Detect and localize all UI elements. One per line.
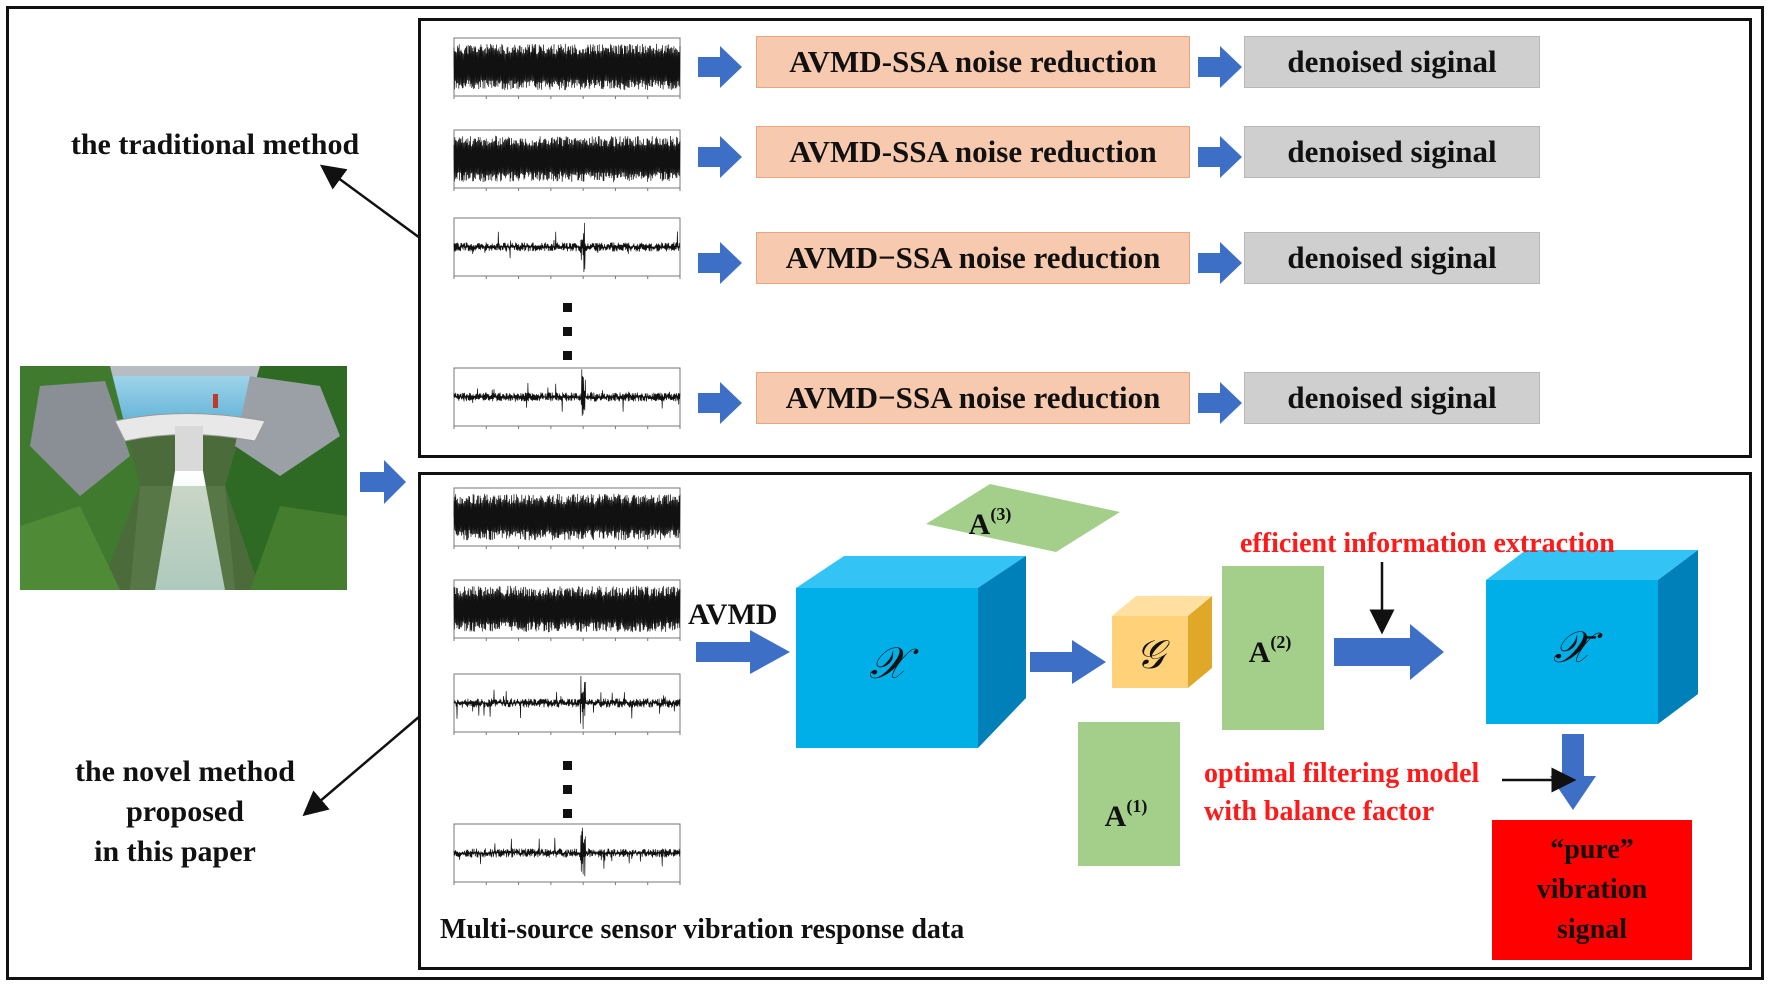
ellipsis-dots-bottom	[563, 761, 573, 821]
cube-to-core-arrow	[1030, 640, 1106, 684]
novel-pointer	[302, 715, 421, 817]
factor-matrix-2: A(2)	[1222, 566, 1324, 730]
signal-plot-5	[426, 484, 688, 566]
input-tensor-cube: 𝒳	[796, 556, 1026, 748]
dam-to-panels-arrow	[360, 460, 406, 504]
pure-signal-box	[1492, 820, 1692, 960]
multi-source-caption: Multi-source sensor vibration response d…	[440, 914, 965, 945]
signal-waveform	[453, 367, 681, 429]
signal-waveform	[453, 37, 681, 99]
traditional-method-label: the traditional method	[70, 128, 360, 161]
avmd-arrow	[696, 630, 790, 674]
novel-method-label-line1: the novel method	[75, 755, 295, 788]
signal-waveform	[453, 487, 681, 549]
signal-plot-3	[426, 214, 688, 296]
signal-waveform	[453, 579, 681, 641]
row-arrow-out	[1198, 136, 1242, 178]
noise-reduction-box: AVMD−SSA noise reduction	[756, 372, 1190, 424]
core-tensor-cube: 𝒢	[1112, 596, 1212, 688]
noise-reduction-box: AVMD-SSA noise reduction	[756, 36, 1190, 88]
signal-plot-4	[426, 364, 688, 446]
outer-frame	[6, 6, 1764, 980]
row-arrow-out	[1198, 242, 1242, 284]
denoised-signal-box: denoised siginal	[1244, 372, 1540, 424]
output-tensor-cube: 𝒳̄	[1486, 550, 1698, 724]
signal-waveform	[453, 823, 681, 885]
traditional-pointer	[319, 164, 421, 240]
signal-waveform	[453, 217, 681, 279]
novel-method-label-line2: proposed	[126, 795, 244, 828]
pure-signal-line1: “pure”	[1550, 834, 1634, 865]
avmd-label: AVMD	[688, 598, 778, 631]
svg-text:A(2): A(2)	[1249, 632, 1292, 669]
tensor-decomposition-diagram: 𝒳 𝒢 A(3) A(2) A(1) 𝒳̄	[696, 484, 1698, 960]
noise-reduction-box: AVMD-SSA noise reduction	[756, 126, 1190, 178]
dam-illustration	[20, 366, 347, 590]
signal-waveform	[453, 673, 681, 735]
efficient-extraction-label: efficient information extraction	[1240, 528, 1615, 559]
factor-matrix-1: A(1)	[1078, 722, 1180, 866]
pointer-lines	[302, 164, 421, 817]
optimal-model-label-line1: optimal filtering model	[1204, 758, 1480, 789]
row-arrow-in	[698, 46, 742, 88]
svg-text:A(3): A(3)	[969, 504, 1012, 541]
optimal-model-label-line2: with balance factor	[1204, 796, 1435, 827]
novel-method-label-line3: in this paper	[94, 835, 256, 868]
output-to-pure-arrow	[1550, 734, 1596, 810]
noise-reduction-box: AVMD−SSA noise reduction	[756, 232, 1190, 284]
row-arrow-out	[1198, 382, 1242, 424]
row-arrow-in	[698, 242, 742, 284]
signal-plot-7	[426, 670, 688, 752]
signal-plot-8	[426, 820, 688, 902]
denoised-signal-box: denoised siginal	[1244, 36, 1540, 88]
svg-text:A(1): A(1)	[1105, 796, 1148, 833]
denoised-signal-box: denoised siginal	[1244, 232, 1540, 284]
factor-matrix-3: A(3)	[926, 484, 1120, 552]
ellipsis-dots-top	[563, 303, 573, 363]
row-arrow-in	[698, 136, 742, 178]
pure-signal-line3: signal	[1556, 914, 1628, 945]
denoised-signal-box: denoised siginal	[1244, 126, 1540, 178]
signal-plot-6	[426, 576, 688, 658]
factors-to-output-arrow	[1334, 624, 1444, 680]
dam-image	[20, 366, 347, 590]
signal-waveform	[453, 129, 681, 191]
row-arrow-out	[1198, 46, 1242, 88]
pure-signal-line2: vibration	[1536, 874, 1648, 905]
row-arrow-in	[698, 382, 742, 424]
signal-plot-2	[426, 126, 688, 208]
signal-plot-1	[426, 34, 688, 116]
